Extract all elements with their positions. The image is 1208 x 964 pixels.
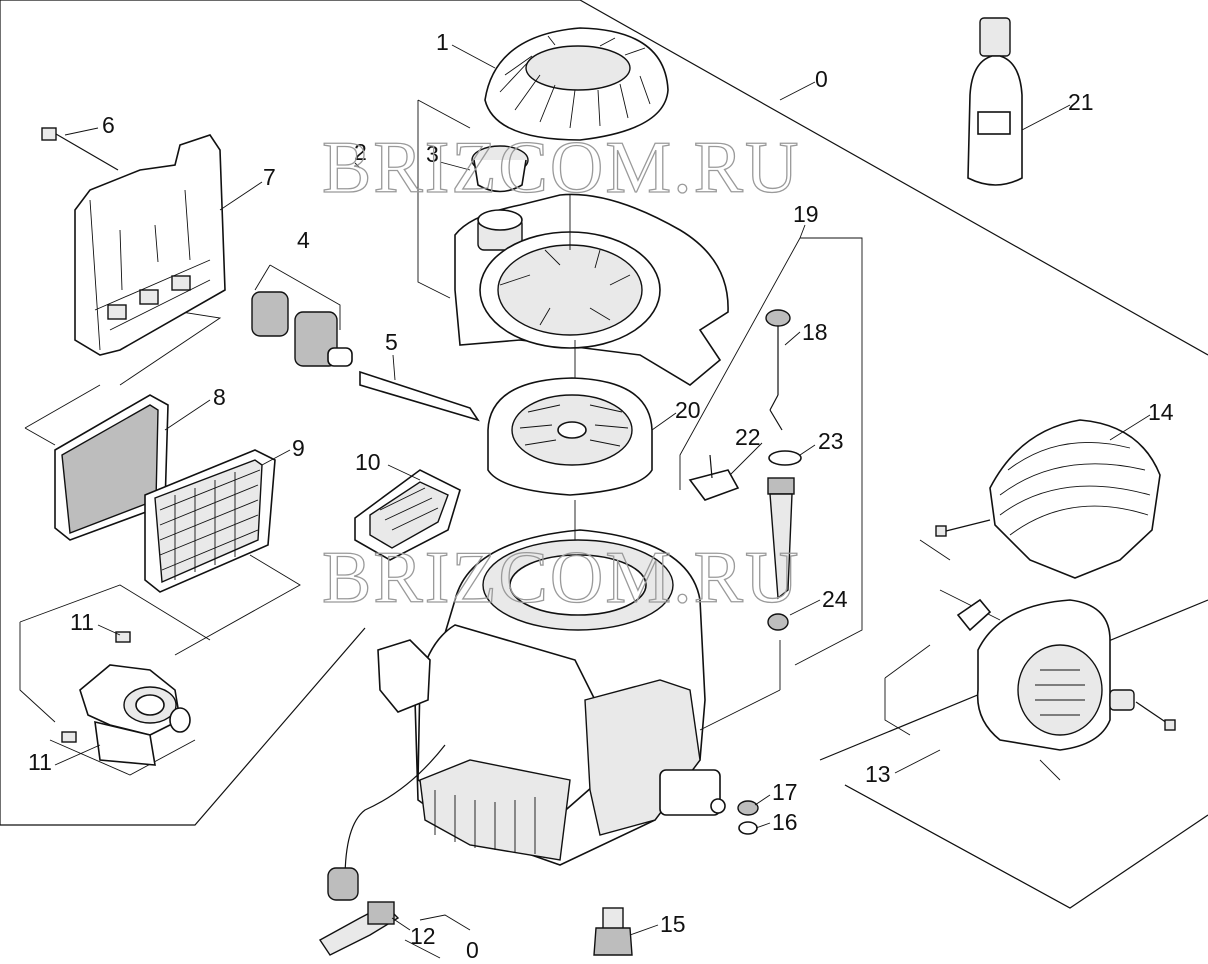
callout-20: 20 <box>675 397 701 423</box>
part-air-cleaner-base <box>74 134 226 356</box>
callout-1: 1 <box>436 29 449 55</box>
callout-labels: 1 0 2 3 6 7 21 19 4 18 5 8 20 14 9 22 23… <box>28 29 1174 963</box>
callout-13: 13 <box>865 761 891 787</box>
part-oil-fill-tube <box>767 477 795 600</box>
leader-lines <box>54 44 1151 936</box>
callout-11-lower: 11 <box>28 749 52 775</box>
callout-23: 23 <box>818 428 844 454</box>
callout-17: 17 <box>772 779 798 805</box>
watermark-top: BRIZCOM.RU <box>322 127 800 209</box>
callout-0-top: 0 <box>815 66 828 92</box>
part-hose <box>359 370 480 422</box>
part-spark-plug-12 <box>318 901 400 956</box>
callout-15: 15 <box>660 911 686 937</box>
part-screw-6 <box>41 127 119 171</box>
part-fitting-15 <box>593 907 633 956</box>
part-seal-24 <box>767 613 789 631</box>
callout-19: 19 <box>793 201 819 227</box>
part-filter-cover <box>354 469 461 561</box>
callout-7: 7 <box>263 164 276 190</box>
callout-21: 21 <box>1068 89 1094 115</box>
part-muffler-guard <box>935 419 1161 579</box>
callout-5: 5 <box>385 329 398 355</box>
part-muffler <box>956 598 1176 751</box>
callout-18: 18 <box>802 319 828 345</box>
callout-22: 22 <box>735 424 761 450</box>
watermark-middle: BRIZCOM.RU <box>322 537 800 619</box>
callout-2: 2 <box>354 139 367 165</box>
callout-8: 8 <box>213 384 226 410</box>
callout-24: 24 <box>822 586 848 612</box>
part-primer-bulbs <box>251 291 353 367</box>
part-fuel-cap <box>471 145 529 193</box>
part-bracket-22 <box>688 454 740 501</box>
part-oil-bottle <box>967 17 1023 186</box>
part-carburetor <box>61 631 191 766</box>
part-air-filter-9 <box>144 449 276 593</box>
callout-9: 9 <box>292 435 305 461</box>
callout-3: 3 <box>426 141 439 167</box>
part-o-ring-23 <box>768 450 802 466</box>
part-fan-shroud <box>454 193 729 386</box>
part-dipstick <box>765 309 791 431</box>
callout-6: 6 <box>102 112 115 138</box>
part-engine-block <box>377 529 726 866</box>
callout-16: 16 <box>772 809 798 835</box>
part-rotating-screen <box>484 27 669 141</box>
callout-10: 10 <box>355 449 381 475</box>
callout-4: 4 <box>297 227 310 253</box>
callout-0-bottom: 0 <box>466 937 479 963</box>
part-ignition-wire <box>327 744 446 901</box>
callout-14: 14 <box>1148 399 1174 425</box>
part-washer-16 <box>738 821 758 835</box>
callout-11-upper: 11 <box>70 609 94 635</box>
callout-12: 12 <box>410 923 436 949</box>
part-fan-guard <box>487 377 653 496</box>
part-nut-17 <box>737 800 759 816</box>
